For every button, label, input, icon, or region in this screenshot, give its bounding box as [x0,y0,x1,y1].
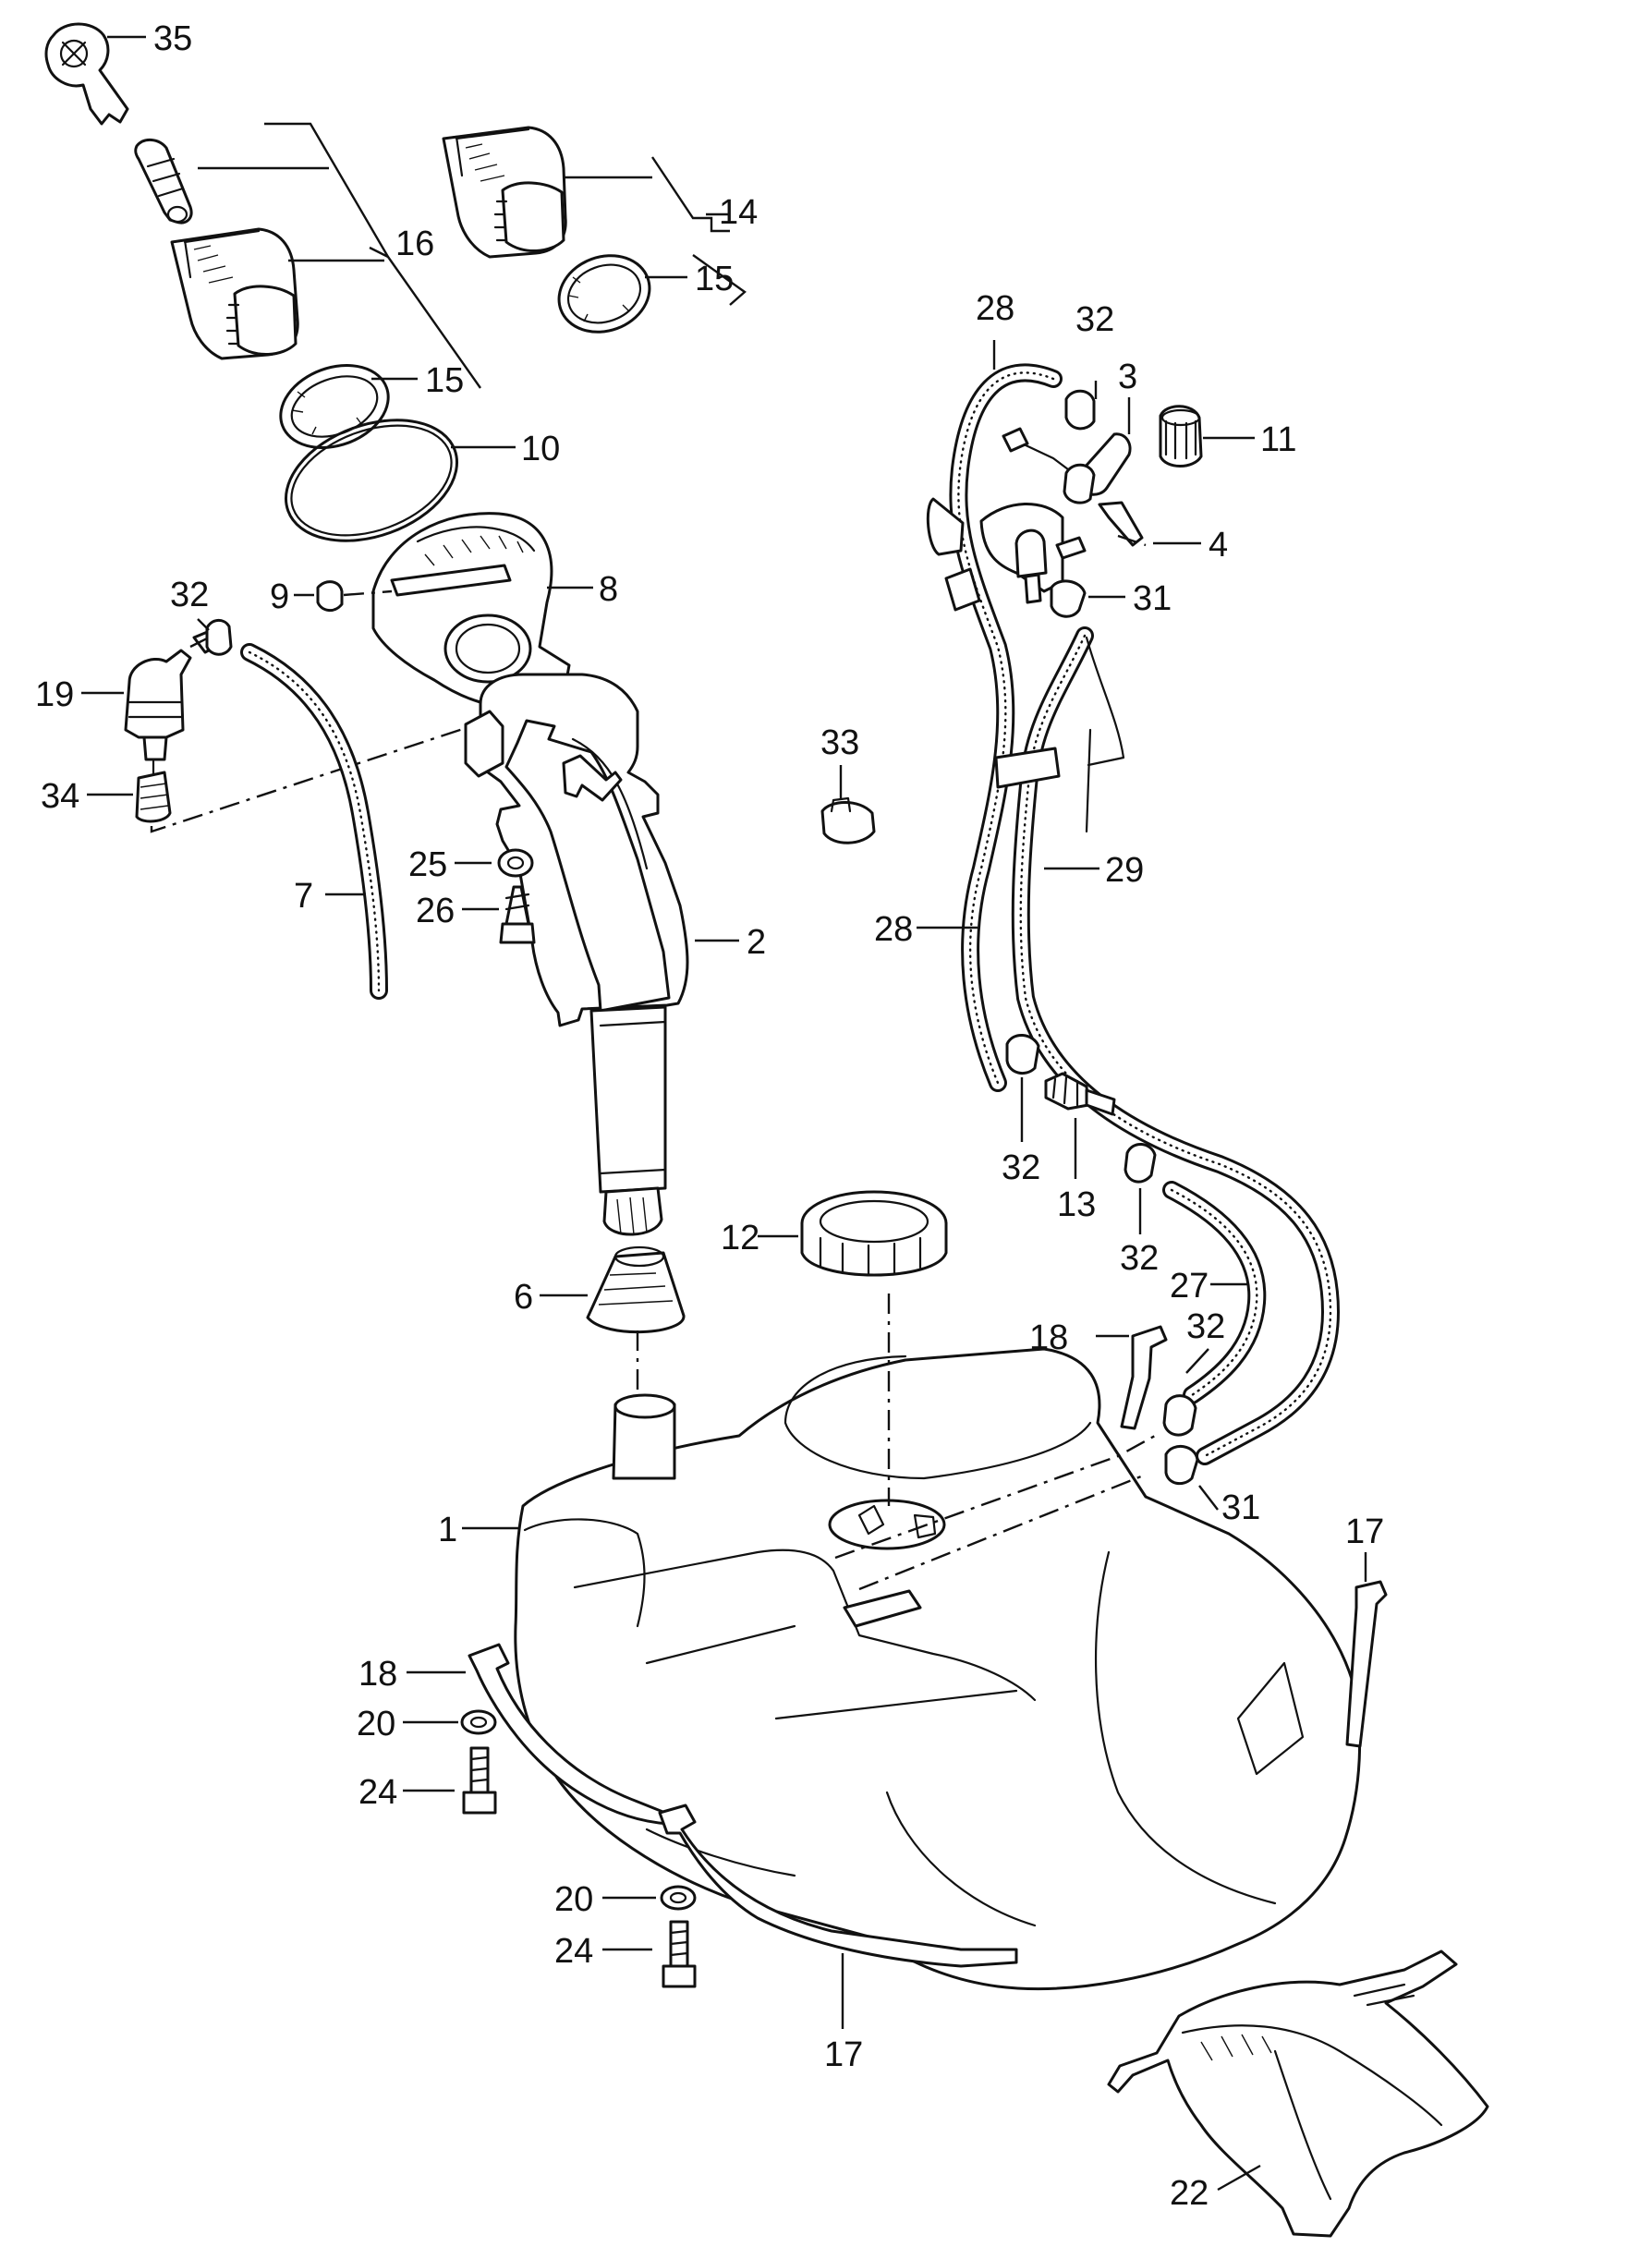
fuel-tank-1 [514,1347,1362,1991]
callout-16: 16 [395,225,434,263]
callout-20-right: 20 [554,1880,593,1919]
callout-2: 2 [747,923,766,962]
callout-18-lower: 18 [358,1655,397,1694]
lock-cylinder [134,139,193,225]
callout-32-left: 32 [170,576,209,614]
callout-3: 3 [1118,358,1137,396]
callout-25: 25 [408,845,447,884]
callout-8: 8 [599,570,618,609]
callout-32-top: 32 [1075,300,1114,339]
seal-ring-upper [557,254,651,334]
hose-clamp-32-lower [1162,1394,1197,1437]
callout-13: 13 [1057,1185,1096,1224]
filler-neck-2 [479,673,689,1236]
callout-34: 34 [41,777,79,816]
filler-cap-key [44,22,129,126]
hose-clamp-32-mid2 [1124,1143,1157,1184]
heat-shield-22 [1107,1949,1489,2238]
callout-32-mid: 32 [1002,1148,1040,1187]
callout-10: 10 [521,430,560,468]
callout-18-upper: 18 [1029,1318,1068,1357]
callout-35: 35 [153,19,192,58]
bolt-24-left [462,1746,497,1815]
callout-11: 11 [1260,420,1296,459]
callout-22: 22 [1170,2174,1209,2213]
vent-valve-body [1014,528,1087,604]
washer-20-left [460,1709,497,1735]
bolt-24-right [662,1920,697,1988]
hose-clamp-31-lower [1164,1445,1199,1486]
callout-labels: 35 16 14 15 15 10 32 9 8 19 34 25 26 7 2… [35,19,1384,2213]
callout-31-lower: 31 [1221,1488,1260,1527]
callout-20-left: 20 [357,1705,395,1743]
vent-valve-3 [1002,427,1144,547]
callout-19: 19 [35,675,74,714]
callout-27: 27 [1170,1267,1209,1306]
screw-26 [499,885,536,944]
grommet-6 [586,1245,686,1334]
locking-filler-cap [170,227,299,360]
callout-4: 4 [1209,526,1228,565]
neck-bracket [464,710,504,778]
callout-24-right: 24 [554,1932,593,1971]
hose-clamp-32-mid [1005,1034,1040,1075]
clip-33 [820,796,876,844]
callout-28-mid: 28 [874,910,913,949]
lock-ring-12 [800,1190,948,1277]
callout-26: 26 [416,892,455,930]
hose-clamp-31-top [1050,579,1087,618]
hose-clamp-32-left [205,619,233,656]
callout-24-left: 24 [358,1773,397,1812]
vent-hose-27 [1162,1181,1267,1404]
callout-9: 9 [270,577,289,616]
washer-25 [497,848,534,878]
filler-neck-housing [371,512,571,708]
cap-11 [1159,405,1203,468]
tank-strap-17-rear [1345,1580,1388,1748]
callout-7: 7 [294,877,313,916]
callout-6: 6 [514,1278,533,1317]
callout-1: 1 [438,1511,457,1549]
vent-valve-9 [316,580,344,612]
retaining-ring [284,419,459,542]
callout-31-top: 31 [1133,579,1172,618]
callout-33: 33 [820,723,859,762]
callout-17-front: 17 [824,2035,863,2074]
callout-29: 29 [1105,851,1144,890]
washer-20-right [660,1885,697,1911]
filler-cap-alt [442,126,567,259]
breather-hose-7 [240,643,388,1000]
callout-12: 12 [721,1219,759,1257]
callout-15-left: 15 [425,361,464,400]
callout-14: 14 [719,193,758,232]
vent-hose-28 [949,363,1063,1092]
seal-ring-lower [279,364,390,449]
callout-32-mid2: 32 [1120,1239,1159,1278]
callout-17-rear: 17 [1345,1512,1384,1551]
bracket-18-upper [1120,1325,1168,1430]
tank-strap-17-front [468,1643,1018,1968]
callout-28-top: 28 [976,289,1014,328]
connector-13 [1044,1072,1116,1116]
callout-32-lower: 32 [1186,1307,1225,1346]
callout-15-top: 15 [695,260,734,298]
hose-clamp-32-top [1064,389,1096,431]
filter-34 [135,771,172,823]
